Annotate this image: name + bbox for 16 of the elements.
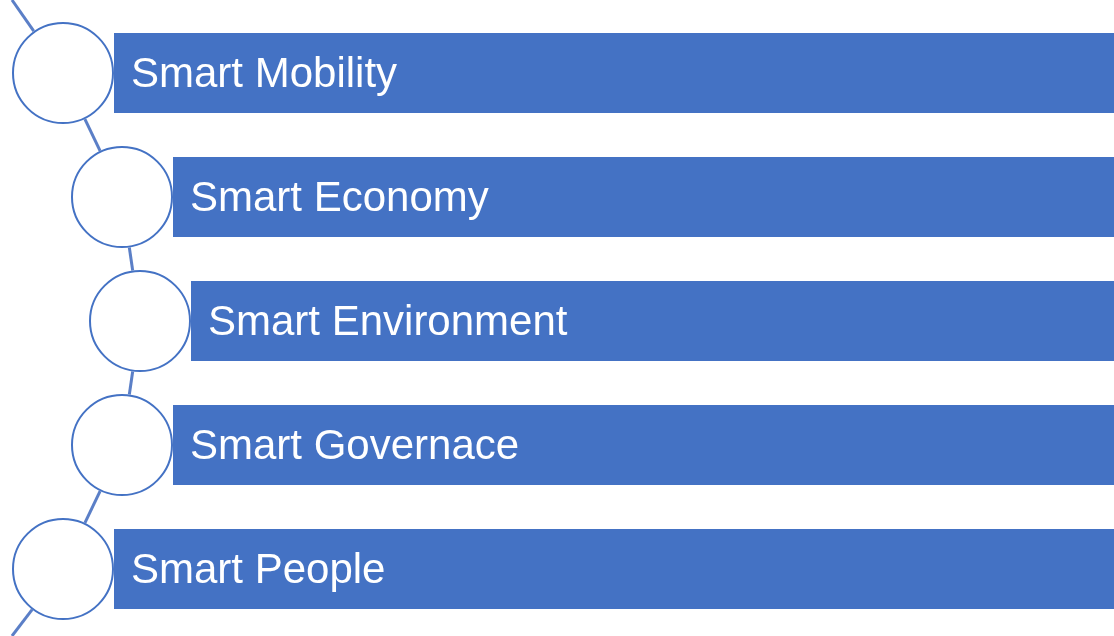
- connector-line: [10, 608, 34, 636]
- item-label: Smart People: [131, 545, 386, 593]
- connector-line: [83, 118, 102, 152]
- connector-line: [10, 0, 36, 33]
- connector-line: [83, 490, 102, 524]
- item-label: Smart Environment: [208, 297, 568, 345]
- item-label: Smart Economy: [190, 173, 489, 221]
- list-bar: [114, 33, 1114, 113]
- list-bar: [173, 157, 1114, 237]
- item-label: Smart Mobility: [131, 49, 398, 97]
- list-bar: [173, 405, 1114, 485]
- connector-line: [127, 247, 135, 271]
- item-label: Smart Governace: [190, 421, 520, 469]
- connector-line: [127, 371, 135, 395]
- list-bar: [191, 281, 1114, 361]
- list-bar: [114, 529, 1114, 609]
